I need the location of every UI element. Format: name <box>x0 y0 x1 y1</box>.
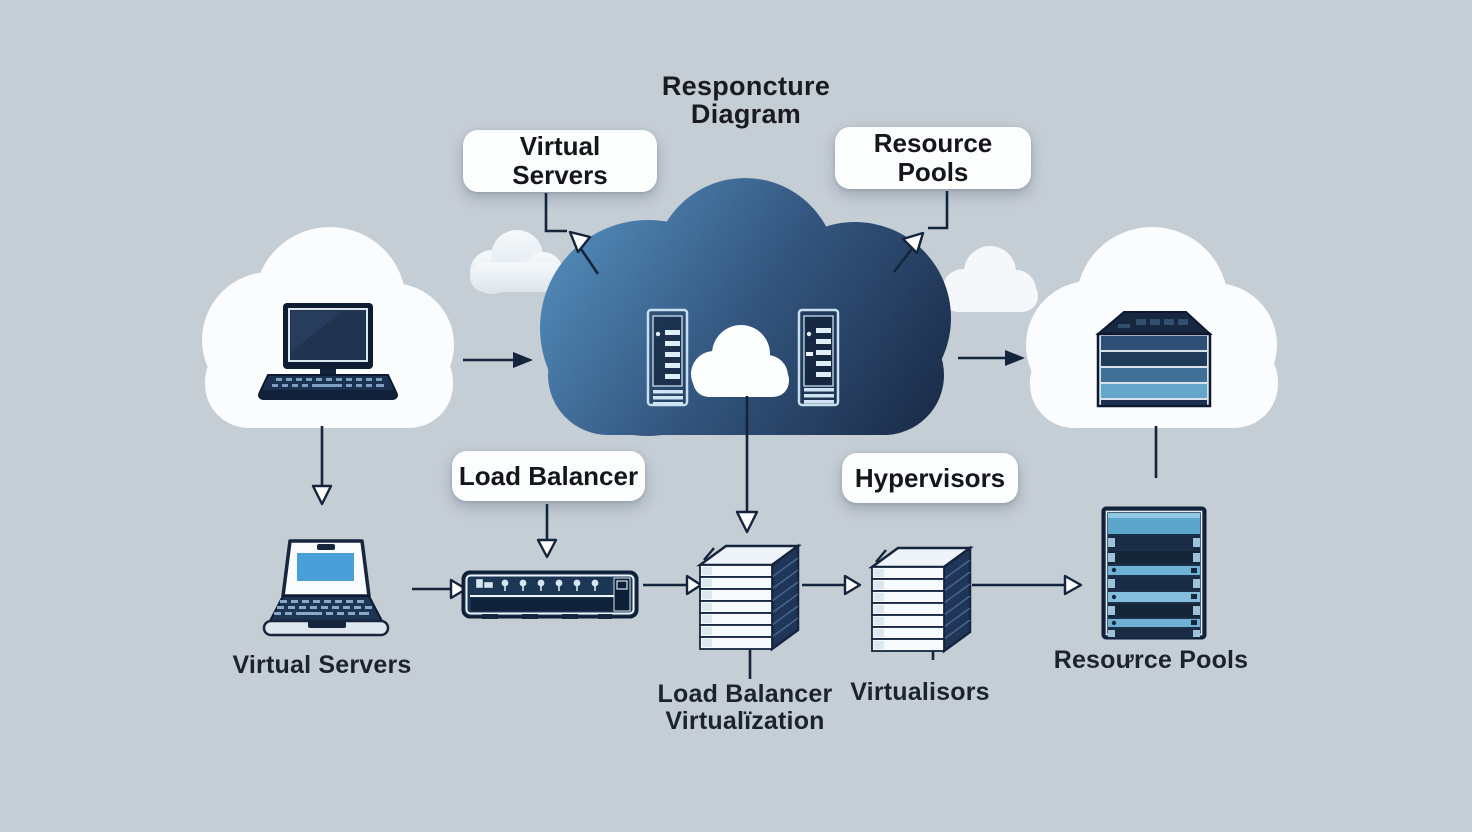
connector-lines <box>320 191 1158 679</box>
open-arrowheads <box>311 230 1083 600</box>
cloud-network-icon <box>540 178 951 436</box>
solid-arrowheads <box>513 350 1025 368</box>
load-balancer-label-box: Load Balancer <box>452 451 645 501</box>
diagram-title-line1: Responcture <box>661 71 831 101</box>
arrowhead-right <box>1063 574 1083 596</box>
resource-pools-label-line1: Resource <box>873 128 993 158</box>
virtual-server-tower-icon <box>646 308 689 407</box>
virtual-servers-leader-line <box>544 193 567 233</box>
stacked-server-tower-icon <box>696 543 802 652</box>
resource-pools-label-line2: Pools <box>897 157 969 187</box>
resource-pools-label-box: Resource Pools <box>835 127 1031 189</box>
virtual-servers-label-box: Virtual Servers <box>463 130 657 192</box>
caption-virtualisors: Virtualisors <box>850 678 990 706</box>
virtual-server-tower-icon <box>797 308 840 407</box>
caption-virtual-servers: Virtual Servers <box>232 651 412 679</box>
server-stack-icon <box>1095 311 1213 408</box>
caption-lbv-line1: Load Balancer <box>657 680 833 708</box>
arrowhead-up-right <box>901 231 925 255</box>
caption-lbv-line2: Virtualïzation <box>665 707 825 735</box>
arrow-cloud-to-virtual-servers <box>577 245 600 275</box>
server-rack-icon <box>1101 506 1207 640</box>
hypervisors-label-box: Hypervisors <box>842 453 1018 503</box>
mini-cloud-icon <box>691 325 789 397</box>
caption-resource-pools: Resoưrce Pools <box>1053 646 1249 674</box>
load-balancer-label: Load Balancer <box>458 460 639 491</box>
arrowhead-right <box>685 574 703 596</box>
arrowhead-down <box>311 484 333 506</box>
resource-pools-leader-line <box>928 191 949 230</box>
arrowhead-right <box>449 578 468 600</box>
laptop-icon <box>262 539 390 637</box>
desktop-computer-icon <box>258 303 398 400</box>
stacked-server-tower-icon <box>868 545 974 654</box>
arrowhead-down <box>735 510 759 534</box>
diagram-title: Responcture Diagram <box>596 72 896 128</box>
virtual-servers-label-line2: Servers <box>512 160 608 190</box>
arrow-cloud-to-resource-pools <box>892 245 916 273</box>
arrowhead-right-solid <box>1005 350 1025 366</box>
hypervisors-label: Hypervisors <box>854 462 1006 493</box>
decorative-cloud-right-icon <box>942 246 1038 312</box>
arrowhead-up-left <box>568 230 592 254</box>
load-balancer-appliance-icon <box>461 570 639 619</box>
caption-load-balancer-virtualization: Load Balancer Virtualïzation <box>625 681 865 735</box>
arrowhead-down <box>536 538 558 559</box>
virtual-servers-label-line1: Virtual <box>519 131 601 161</box>
arrowhead-right-solid <box>513 352 533 368</box>
diagram-title-line2: Diagram <box>690 99 802 129</box>
arrowhead-right <box>843 574 862 596</box>
